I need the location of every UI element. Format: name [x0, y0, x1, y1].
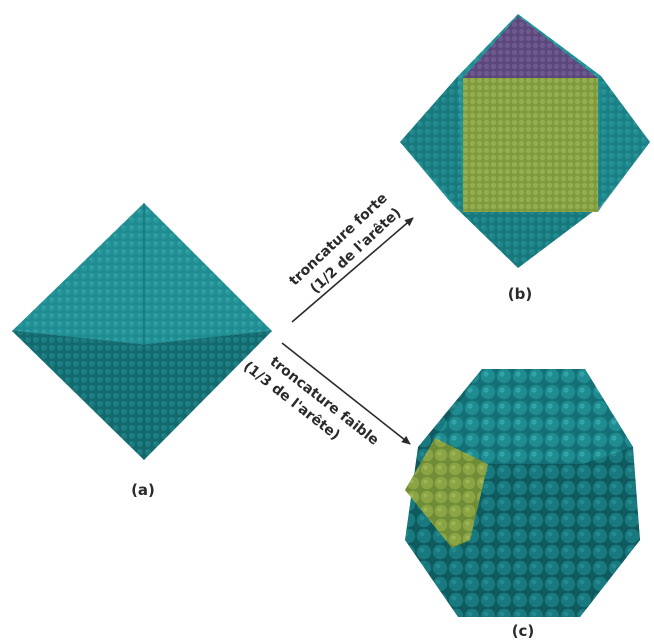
strong-truncation-caption: troncature forte (1/2 de l'arête) — [286, 190, 404, 297]
arrow-strong — [291, 217, 414, 323]
truncated-octahedron-b — [400, 14, 650, 268]
label-a: (a) — [131, 481, 155, 499]
arrow-weak — [281, 342, 411, 445]
octahedron-a — [11, 203, 273, 460]
label-b: (b) — [508, 285, 532, 303]
truncated-octahedron-c — [405, 369, 640, 617]
weak-truncation-caption: troncature faible (1/3 de l'arête) — [240, 354, 382, 449]
label-c: (c) — [512, 622, 535, 640]
